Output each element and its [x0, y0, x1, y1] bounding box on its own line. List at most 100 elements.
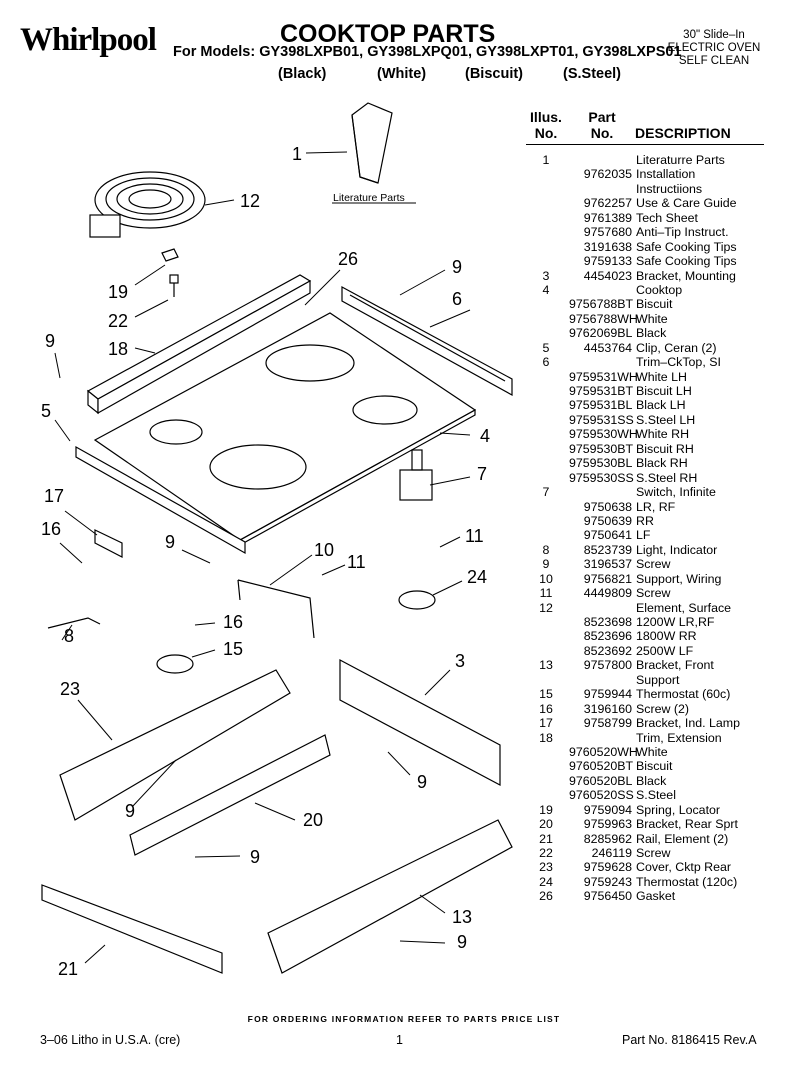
callout-11: 11 [465, 526, 484, 546]
brand-logo-text: Whirlpool [20, 22, 157, 58]
illus-number: 23 [539, 860, 553, 875]
illus-number [523, 745, 569, 759]
color-black: (Black) [278, 66, 327, 82]
col-header-illus: Illus. No. [522, 109, 570, 141]
rear-support-bracket-drawing [129, 734, 331, 856]
screw-drawing [169, 274, 179, 297]
infinite-switch-drawing [399, 449, 433, 501]
part-description: Element, Surface [636, 600, 732, 615]
callout-23: 23 [60, 679, 80, 699]
illus-number [523, 788, 569, 802]
part-description: S.Steel LH [636, 412, 696, 427]
part-description: S.Steel [636, 788, 676, 803]
part-number: 9757680 [583, 225, 632, 240]
illus-number [523, 774, 569, 788]
illus-number [523, 398, 569, 412]
part-description: White [636, 744, 668, 759]
part-description: Installation [636, 167, 696, 182]
illus-number [523, 297, 569, 311]
part-description: Bracket, Mounting [636, 268, 736, 283]
part-number: 9762069BL [569, 326, 633, 341]
callout-10: 10 [314, 540, 334, 560]
oven-info: 30" Slide–In ELECTRIC OVEN SELF CLEAN [652, 29, 776, 68]
glass-cooktop-drawing [93, 312, 477, 547]
part-number [569, 182, 632, 196]
literature-label: Literature Parts [333, 192, 405, 204]
part-description: Biscuit [636, 759, 673, 774]
wiring-support-drawing [237, 579, 315, 639]
callout-26: 26 [338, 249, 358, 269]
leader-lines [54, 151, 471, 964]
illus-number [523, 629, 569, 643]
part-description: LR, RF [636, 499, 676, 514]
trim-cooktop-rh-drawing [341, 285, 513, 397]
callout-16: 16 [41, 519, 61, 539]
callout-11: 11 [347, 552, 366, 572]
callout-21: 21 [58, 959, 78, 979]
illus-number [523, 225, 569, 239]
part-description: Literaturre Parts [636, 153, 725, 167]
part-number: 9756450 [583, 889, 632, 904]
color-biscuit: (Biscuit) [465, 66, 523, 82]
col-header-illus-line: Illus. [530, 109, 562, 125]
callout-24: 24 [467, 567, 487, 587]
part-number: 9759531WH [569, 369, 638, 384]
part-number: 4454023 [583, 268, 632, 283]
illus-number: 12 [539, 600, 553, 615]
callout-9: 9 [45, 331, 55, 351]
part-description: Use & Care Guide [636, 196, 737, 211]
illus-number: 7 [542, 485, 550, 500]
callout-7: 7 [477, 464, 487, 484]
part-description: Clip, Ceran (2) [636, 340, 717, 355]
part-number: 9759531BL [569, 398, 633, 413]
col-header-description: DESCRIPTION [635, 125, 731, 141]
callout-1: 1 [292, 144, 302, 164]
part-number: 9756788BT [569, 297, 634, 312]
illus-number: 1 [542, 153, 550, 167]
illus-number: 16 [539, 701, 553, 716]
illus-number [523, 211, 569, 225]
illus-number [523, 500, 569, 514]
part-number [569, 283, 632, 297]
part-number: 9762257 [583, 196, 632, 211]
part-description: Screw [636, 846, 671, 860]
page-title: COOKTOP PARTS [280, 20, 496, 48]
part-number: 9761389 [583, 210, 632, 225]
parts-row: 12 Element, Surface [523, 601, 783, 615]
thermostat-120c-drawing [398, 590, 436, 610]
callout-12: 12 [240, 191, 260, 211]
part-number [569, 485, 632, 499]
part-description: Biscuit RH [636, 441, 694, 456]
part-number [569, 601, 632, 615]
part-description: 1800W RR [636, 629, 697, 644]
part-number: 9759133 [583, 254, 632, 269]
part-description: Biscuit [636, 297, 673, 312]
literature-booklet-drawing [332, 102, 416, 204]
part-number: 3196160 [583, 701, 632, 716]
illus-number: 22 [539, 846, 553, 860]
col-header-part-line: No. [590, 125, 614, 141]
part-number [569, 153, 632, 167]
color-steel: (S.Steel) [563, 66, 622, 82]
illus-number [523, 240, 569, 254]
part-description: Anti–Tip Instruct. [636, 225, 729, 240]
